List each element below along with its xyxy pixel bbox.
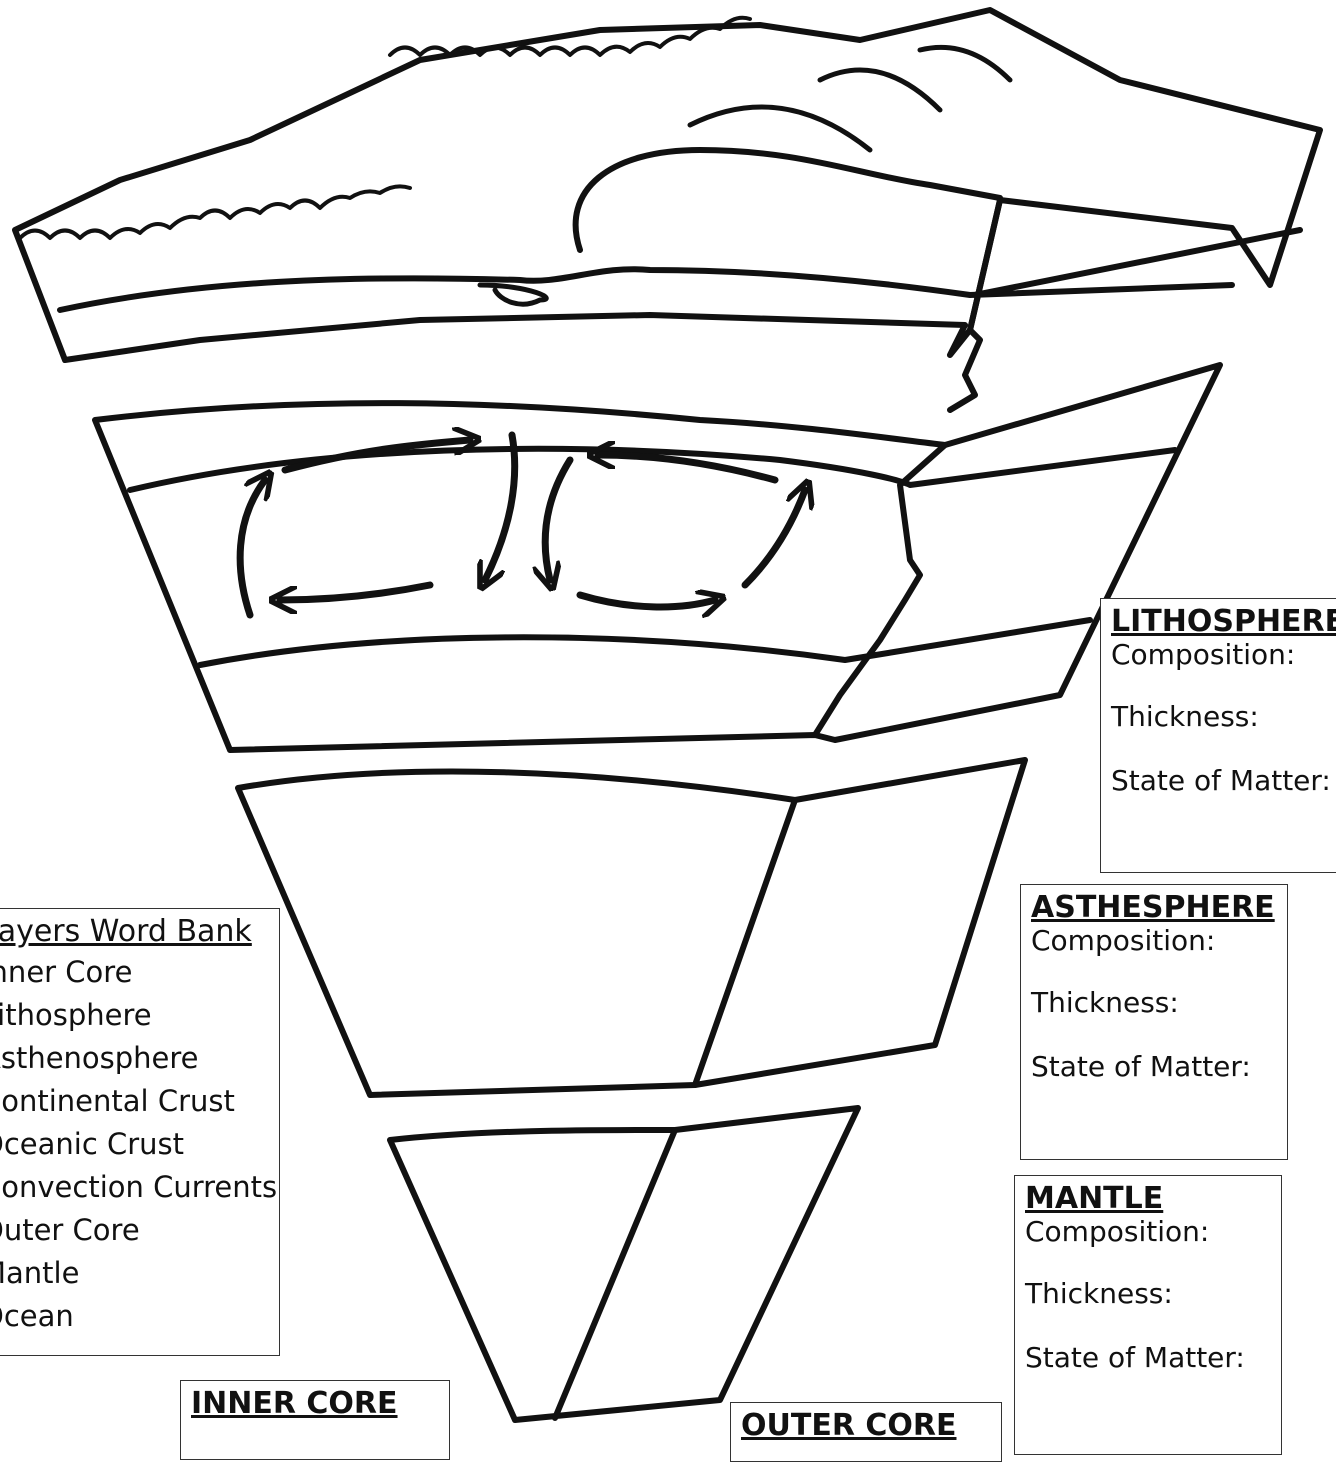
word-bank-box: Layers Word Bank Inner Core Lithosphere …: [0, 908, 280, 1356]
inner-core-box: INNER CORE: [180, 1380, 450, 1460]
convection-arrow: [745, 490, 805, 585]
convection-arrow: [240, 480, 265, 615]
composition-label: Composition:: [1031, 925, 1277, 957]
mantle-title: MANTLE: [1025, 1182, 1271, 1216]
word-bank-item: Outer Core: [0, 1209, 269, 1252]
word-bank-item: Oceanic Crust: [0, 1123, 269, 1166]
convection-arrow: [545, 460, 570, 580]
crust-layer-line-1: [60, 269, 1232, 310]
word-bank-item: Ocean: [0, 1295, 269, 1338]
convection-arrow: [580, 595, 715, 607]
outer-core-title: OUTER CORE: [741, 1409, 991, 1443]
subduction-tongue: [480, 285, 546, 304]
crust-top-surface: [15, 10, 1320, 360]
convection-arrow: [280, 585, 430, 600]
word-bank-item: Inner Core: [0, 951, 269, 994]
lithosphere-title: LITHOSPHERE: [1111, 605, 1336, 639]
upper-mantle-front-edge: [815, 445, 945, 735]
lithosphere-box: LITHOSPHERE Composition: Thickness: Stat…: [1100, 598, 1336, 873]
convection-arrow: [485, 435, 515, 580]
outer-core-box: OUTER CORE: [730, 1402, 1002, 1462]
state-of-matter-label: State of Matter:: [1025, 1342, 1271, 1374]
asthenosphere-box: ASTHESPHERE Composition: Thickness: Stat…: [1020, 884, 1288, 1160]
word-bank-item: Continental Crust: [0, 1080, 269, 1123]
crust-block: [15, 10, 1320, 410]
continent-ridges: [690, 47, 1010, 150]
mantle-front-edge: [695, 800, 795, 1085]
core-block: [390, 1108, 858, 1420]
thickness-label: Thickness:: [1025, 1278, 1271, 1310]
composition-label: Composition:: [1111, 639, 1336, 671]
crust-side-line: [975, 230, 1300, 295]
mantle-box: MANTLE Composition: Thickness: State of …: [1014, 1175, 1282, 1455]
word-bank-item: Mantle: [0, 1252, 269, 1295]
core-front-edge: [555, 1130, 675, 1418]
core-outline: [390, 1108, 858, 1420]
word-bank-item: Asthenosphere: [0, 1037, 269, 1080]
state-of-matter-label: State of Matter:: [1111, 765, 1336, 797]
convection-currents: [240, 435, 805, 615]
word-bank-item: Lithosphere: [0, 994, 269, 1037]
ocean-waves-left: [20, 186, 410, 238]
asthenosphere-boundary: [200, 620, 1090, 665]
crust-front-edge: [950, 200, 1000, 410]
upper-mantle-outline: [95, 365, 1220, 750]
continent-outline: [576, 150, 1000, 250]
word-bank-item: Convection Currents: [0, 1166, 269, 1209]
mantle-outline: [238, 760, 1025, 1095]
word-bank-title: Layers Word Bank: [0, 913, 269, 951]
inner-core-title: INNER CORE: [191, 1387, 439, 1421]
state-of-matter-label: State of Matter:: [1031, 1051, 1277, 1083]
asthenosphere-title: ASTHESPHERE: [1031, 891, 1277, 925]
mantle-block: [238, 760, 1025, 1095]
thickness-label: Thickness:: [1111, 701, 1336, 733]
upper-mantle-block: [95, 365, 1220, 750]
composition-label: Composition:: [1025, 1216, 1271, 1248]
thickness-label: Thickness:: [1031, 987, 1277, 1019]
